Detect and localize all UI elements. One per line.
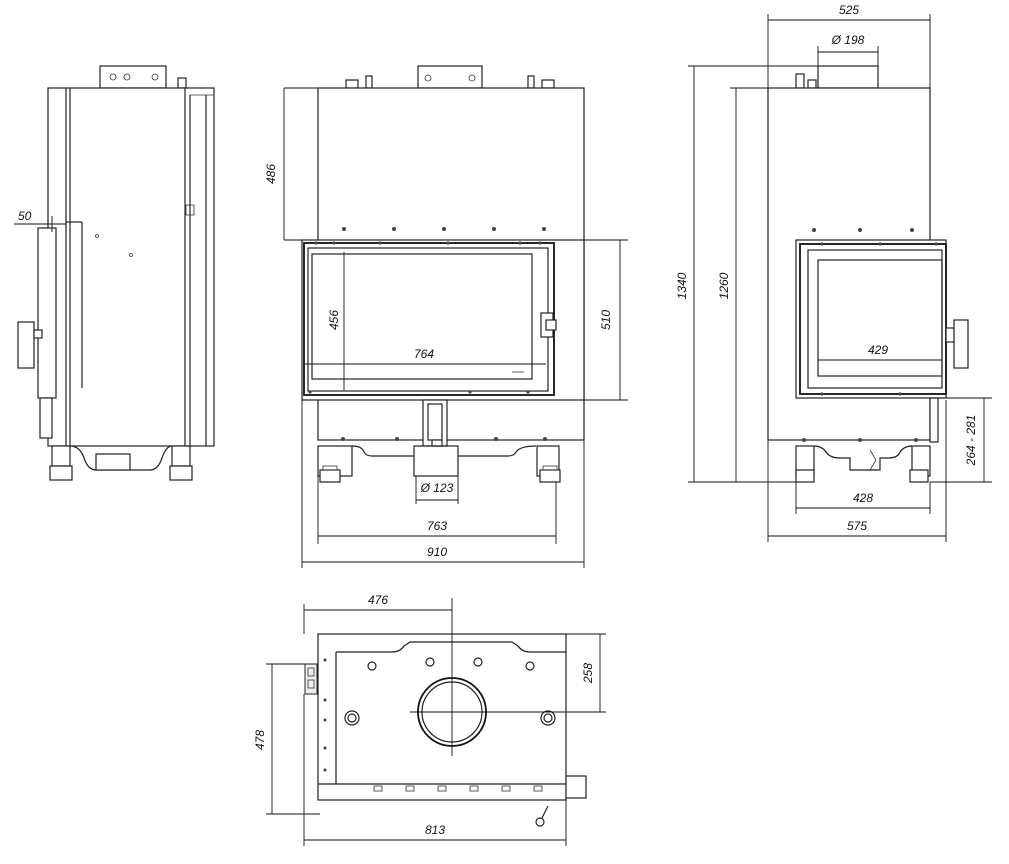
- top-view: 476 258 478 813: [253, 593, 606, 846]
- dim-right-leg-height: 264 - 281: [964, 415, 978, 467]
- dim-right-total-width: 575: [847, 519, 867, 533]
- dim-front-glass-width: 764: [414, 347, 434, 361]
- dim-top-depth: 478: [253, 730, 267, 750]
- dim-front-door-height: 510: [599, 310, 613, 330]
- dim-front-base-width: 763: [427, 519, 447, 533]
- dim-right-flue-diameter: Ø 198: [831, 33, 865, 47]
- dim-front-top-height: 486: [264, 164, 278, 184]
- side-view: 50: [14, 65, 215, 481]
- dim-top-flue-offset: 258: [581, 663, 595, 684]
- dim-right-top-width: 525: [839, 3, 859, 17]
- dim-front-flue-diameter: Ø 123: [420, 481, 454, 495]
- dim-front-glass-height: 456: [327, 310, 341, 330]
- right-view: 525 Ø 198 1340 1260 429 264 - 281 428 57…: [675, 3, 992, 542]
- dim-right-glass-width: 429: [868, 343, 888, 357]
- front-view: 486 456 764 510 Ø 123 763 910: [264, 65, 628, 568]
- dim-right-body-height: 1260: [717, 272, 731, 299]
- dim-top-total-width: 813: [425, 823, 445, 837]
- dim-front-total-width: 910: [427, 545, 447, 559]
- dim-top-offset: 476: [368, 593, 388, 607]
- dim-right-base-width: 428: [853, 491, 873, 505]
- dim-right-total-height: 1340: [675, 272, 689, 299]
- dim-side-offset: 50: [18, 209, 32, 223]
